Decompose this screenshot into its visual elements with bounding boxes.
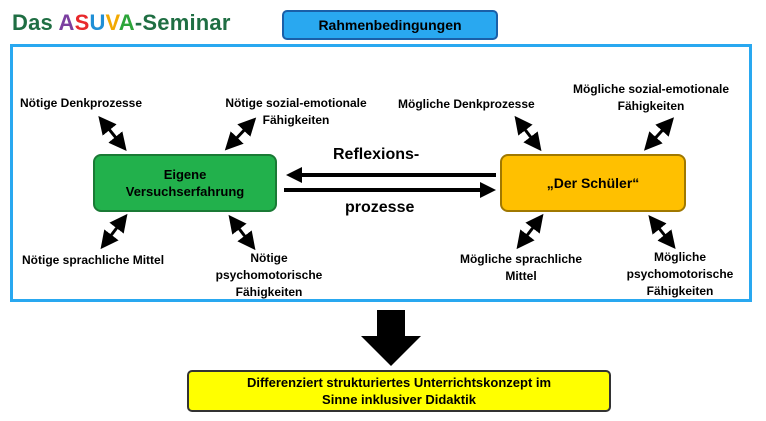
right-label-denkprozesse: Mögliche Denkprozesse — [398, 97, 535, 111]
double-arrow-icon — [516, 213, 544, 250]
title-part: A — [58, 10, 75, 35]
title-part: -Seminar — [134, 10, 231, 35]
header-tag-label: Rahmenbedingungen — [318, 17, 462, 33]
right-label-sozial-emotional: Mögliche sozial-emotionale Fähigkeiten — [556, 81, 746, 115]
node-label: „Der Schüler“ — [546, 174, 640, 191]
left-label-sozial-emotional: Nötige sozial-emotionale Fähigkeiten — [206, 95, 386, 129]
label-line: Mittel — [505, 269, 537, 283]
left-label-denkprozesse: Nötige Denkprozesse — [20, 96, 143, 110]
framework-frame — [10, 44, 752, 302]
title-part: A — [118, 10, 135, 35]
header-tag: Rahmenbedingungen — [282, 10, 498, 40]
reflection-label-top: Reflexions- — [333, 146, 420, 163]
node-line: Eigene — [163, 167, 207, 182]
reflection-label-bottom: prozesse — [345, 199, 415, 216]
title-part: Das — [12, 10, 59, 35]
label-line: Mögliche sprachliche — [459, 252, 583, 266]
result-box: Differenziert strukturiertes Unterrichts… — [187, 370, 611, 412]
label-line: Mögliche sozial-emotionale — [572, 82, 730, 96]
node-line: Versuchserfahrung — [125, 184, 245, 199]
title-part: S — [74, 10, 90, 35]
double-arrow-icon — [98, 116, 127, 151]
label-line: Fähigkeiten — [235, 285, 303, 299]
left-label-psychomotorisch: Nötige psychomotorische Fähigkeiten — [204, 250, 334, 301]
right-label-sprachliche-mittel: Mögliche sprachliche Mittel — [446, 251, 596, 285]
double-arrow-icon — [648, 214, 676, 250]
double-arrow-icon — [224, 117, 257, 151]
double-arrow-icon — [228, 214, 256, 251]
label-line: psychomotorische — [215, 268, 323, 282]
label-line: Nötige — [250, 251, 288, 265]
label-line: Fähigkeiten — [262, 113, 330, 127]
label-line: Nötige sozial-emotionale — [225, 96, 367, 110]
down-arrow-icon — [361, 310, 421, 366]
result-line: Sinne inklusiver Didaktik — [322, 392, 476, 407]
double-arrow-icon — [514, 115, 542, 152]
right-label-psychomotorisch: Mögliche psychomotorische Fähigkeiten — [612, 249, 748, 300]
slide-title: Das ASUVA-Seminar — [12, 10, 231, 36]
double-arrow-icon — [100, 213, 128, 250]
node-der-schueler: „Der Schüler“ — [500, 154, 686, 212]
label-line: psychomotorische — [626, 267, 734, 281]
label-line: Mögliche — [653, 250, 706, 264]
arrow-right-icon — [284, 182, 496, 198]
left-label-sprachliche-mittel: Nötige sprachliche Mittel — [22, 253, 165, 267]
node-eigene-versuchserfahrung: Eigene Versuchserfahrung — [93, 154, 277, 212]
double-arrow-icon — [643, 117, 675, 151]
result-line: Differenziert strukturiertes Unterrichts… — [246, 375, 552, 390]
label-line: Fähigkeiten — [617, 99, 685, 113]
title-part: U — [89, 10, 106, 35]
arrow-left-icon — [286, 167, 496, 183]
title-part: V — [105, 10, 119, 35]
label-line: Fähigkeiten — [646, 284, 714, 298]
